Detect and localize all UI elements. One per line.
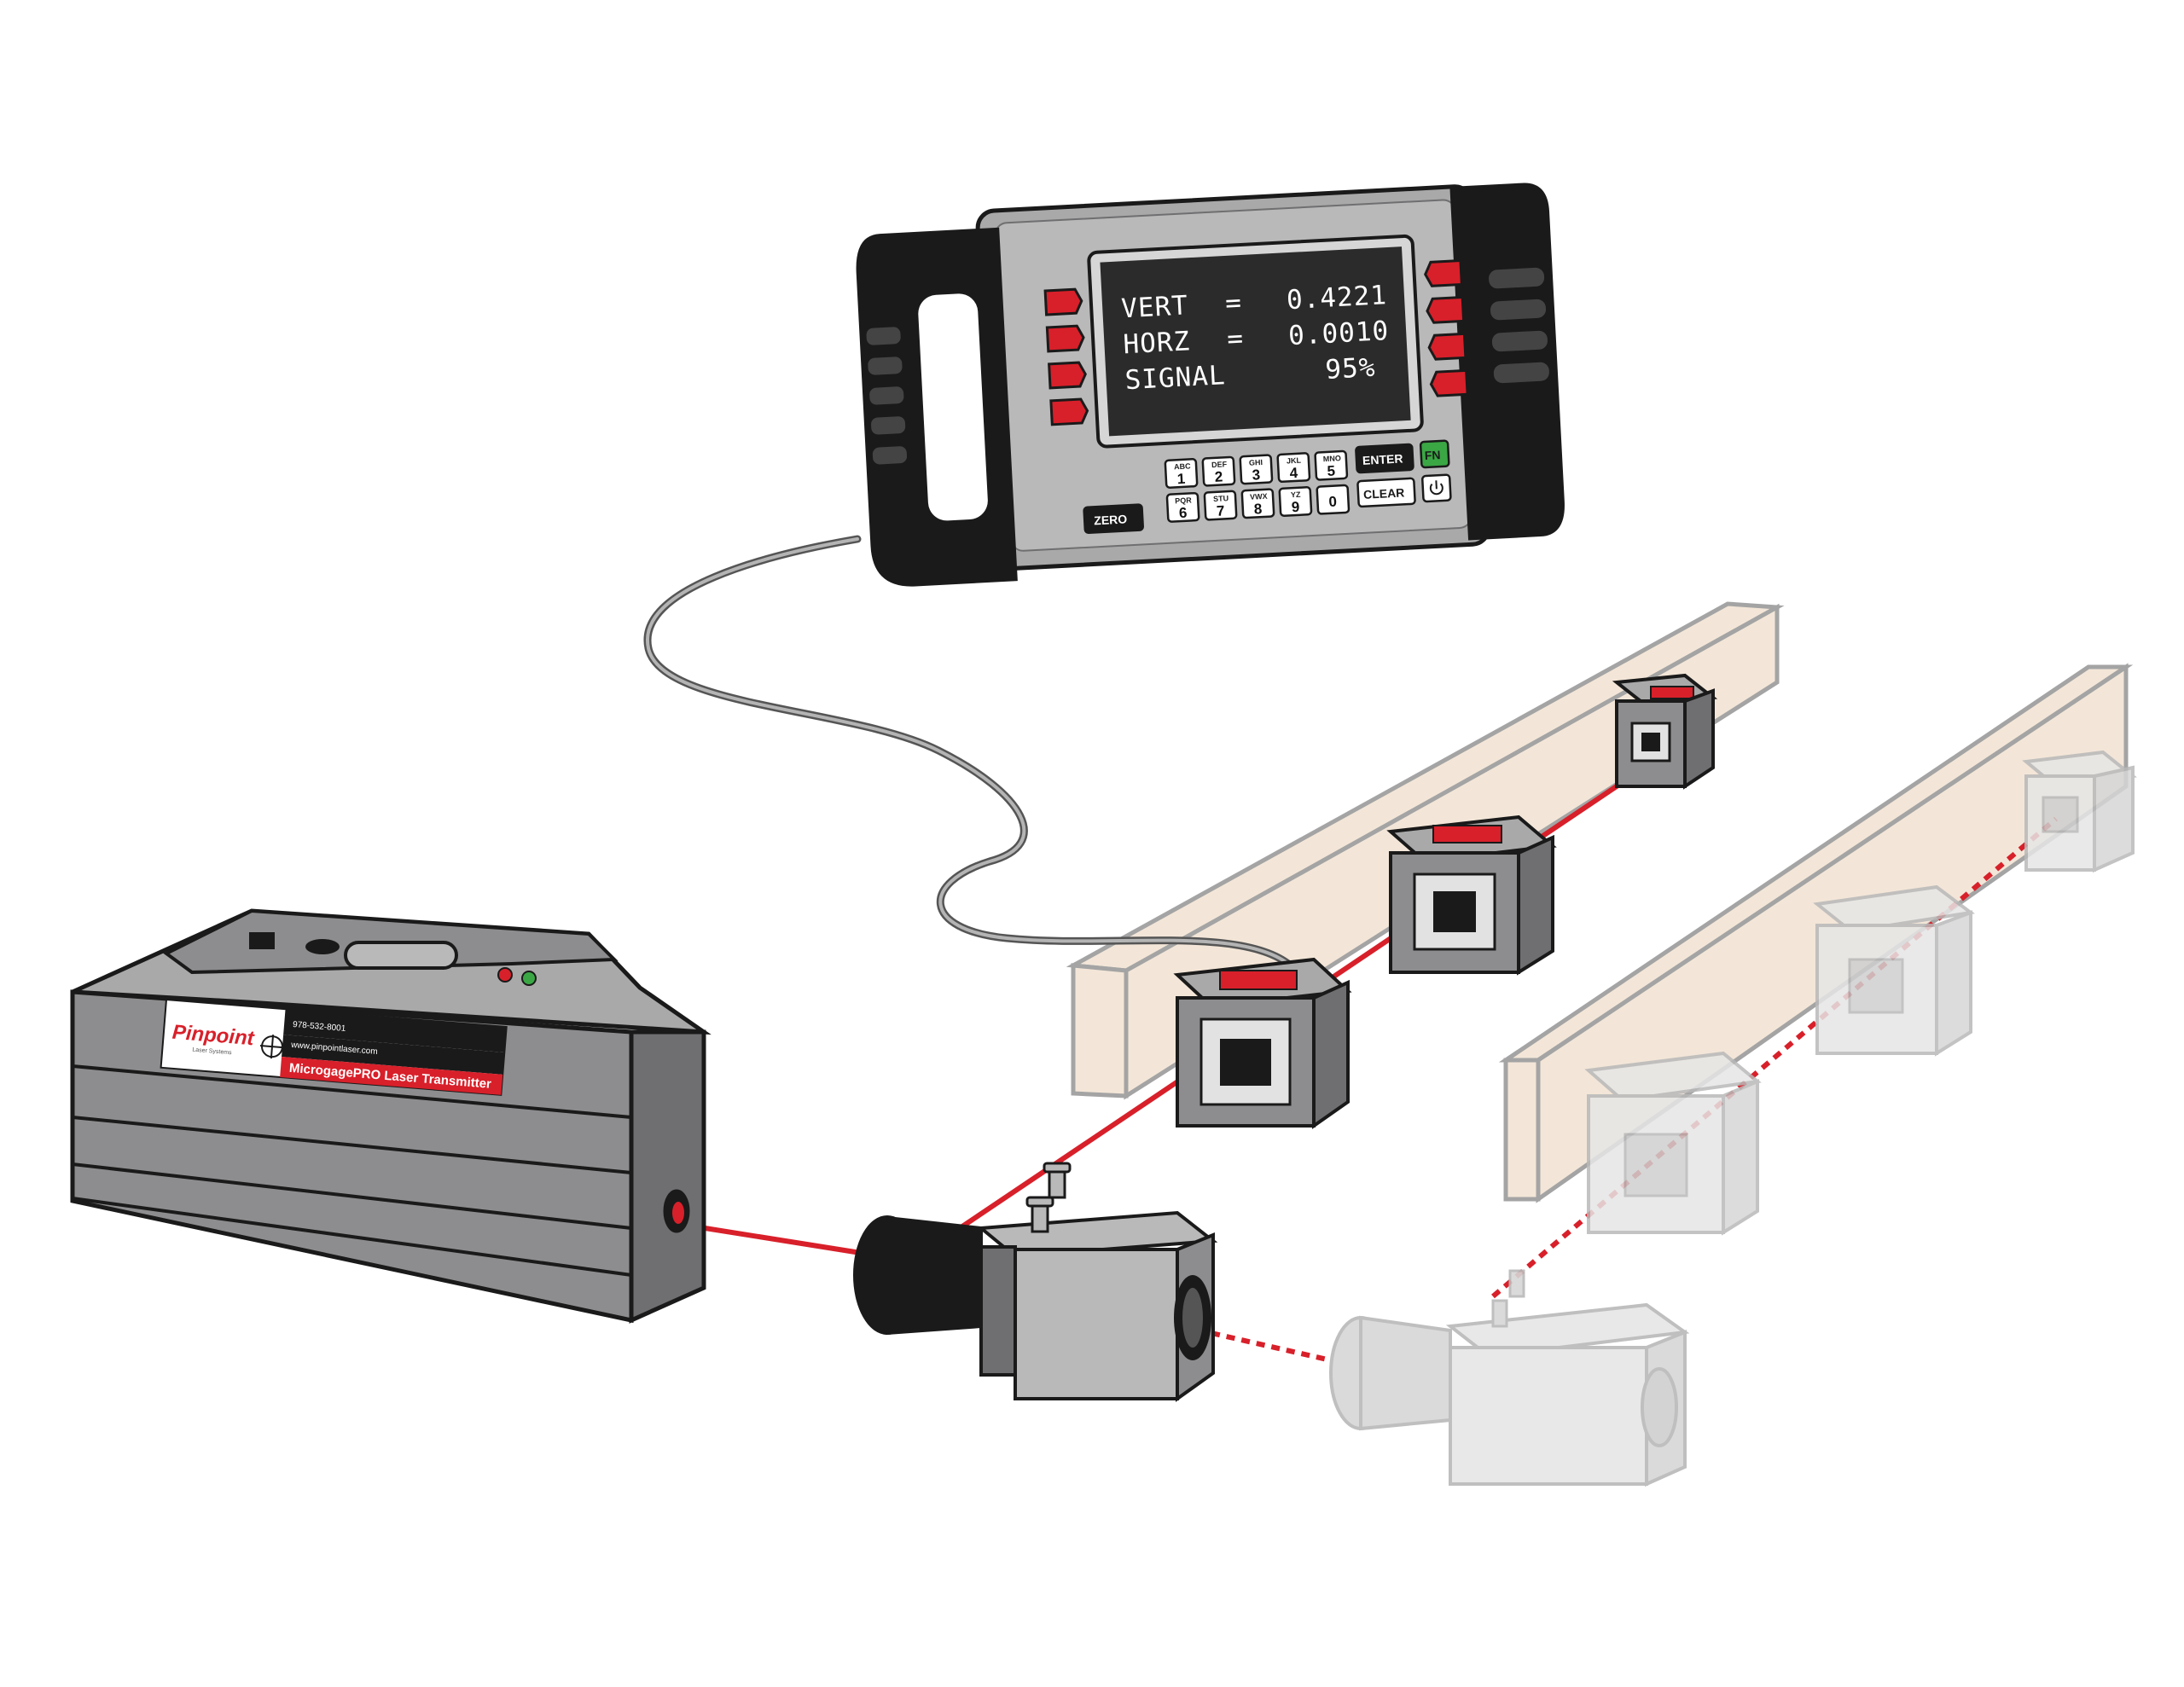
key-6-letters: PQR (1175, 496, 1192, 505)
soft-key-left-1[interactable] (1043, 287, 1083, 316)
key-1[interactable]: ABC 1 (1164, 458, 1199, 489)
laser-beam-main (677, 1221, 867, 1256)
clear-button[interactable]: CLEAR (1356, 477, 1416, 508)
key-6-number: 6 (1178, 505, 1187, 521)
key-2[interactable]: DEF 2 (1201, 455, 1236, 487)
fn-button[interactable]: FN (1419, 439, 1450, 469)
key-4-number: 4 (1289, 465, 1298, 481)
key-1-number: 1 (1176, 471, 1185, 487)
power-button[interactable] (1421, 473, 1452, 503)
key-9-letters: YZ (1291, 490, 1302, 500)
logo-subtext: Laser Systems (192, 1047, 232, 1057)
key-0-number: 0 (1328, 493, 1337, 509)
enter-button[interactable]: ENTER (1355, 443, 1414, 474)
ghost-receiver-near (1584, 1051, 1762, 1236)
soft-key-right-4[interactable] (1429, 368, 1469, 397)
receiver-far (1612, 673, 1718, 790)
lcd-row-1-sep: = (1226, 323, 1245, 355)
transmitter-label: Pinpoint Laser Systems 978-532-8001 www.… (160, 998, 508, 1096)
laser-target-unit (853, 1162, 1218, 1402)
lcd-row-0-sep: = (1224, 287, 1243, 319)
key-3-letters: GHI (1249, 458, 1263, 467)
lcd-screen (1100, 246, 1411, 437)
lcd-row-2-label: SIGNAL (1124, 360, 1227, 396)
power-icon (1429, 480, 1443, 496)
soft-key-right-1[interactable] (1424, 258, 1463, 287)
zero-label: ZERO (1094, 512, 1128, 527)
ghost-receiver-mid (1813, 884, 1975, 1057)
lcd-row-0-label: VERT (1120, 290, 1188, 324)
zero-button[interactable]: ZERO (1083, 503, 1144, 535)
key-6[interactable]: PQR 6 (1165, 491, 1200, 523)
key-5-letters: MNO (1323, 454, 1341, 463)
key-9-number: 9 (1291, 499, 1299, 515)
soft-keys-right (1424, 258, 1469, 397)
ghost-target-unit (1329, 1269, 1690, 1487)
key-8[interactable]: VWX 8 (1240, 488, 1275, 519)
receiver-mid (1386, 815, 1557, 976)
key-3-number: 3 (1252, 467, 1260, 483)
key-1-letters: ABC (1174, 461, 1191, 471)
key-7-letters: STU (1213, 494, 1228, 503)
soft-keys-left (1043, 287, 1089, 426)
key-3[interactable]: GHI 3 (1239, 454, 1274, 485)
lcd-row-0-value: 0.4221 (1286, 280, 1388, 316)
clear-label: CLEAR (1363, 485, 1405, 501)
soft-key-right-3[interactable] (1427, 332, 1467, 361)
key-7[interactable]: STU 7 (1203, 490, 1238, 521)
lcd-row-1-label: HORZ (1123, 326, 1191, 360)
key-2-number: 2 (1214, 468, 1223, 484)
soft-key-left-3[interactable] (1048, 361, 1087, 390)
key-9[interactable]: YZ 9 (1278, 486, 1313, 517)
keypad-top-row: ABC 1 DEF 2 GHI 3 JKL 4 MNO 5 (1164, 439, 1450, 489)
transmitter-phone: 978-532-8001 (293, 1020, 346, 1034)
key-5-number: 5 (1327, 463, 1335, 479)
laser-beam-rear-row-dashed (1181, 1324, 1332, 1363)
handheld-display-unit: VERT = 0.4221 HORZ = 0.0010 SIGNAL 95% A… (856, 183, 1565, 587)
key-4[interactable]: JKL 4 (1276, 452, 1311, 484)
fn-label: FN (1424, 448, 1440, 462)
lcd-row-2-value: 95% (1324, 352, 1376, 386)
key-8-letters: VWX (1250, 492, 1268, 501)
key-7-number: 7 (1216, 502, 1224, 519)
lcd-row-1-value: 0.0010 (1287, 316, 1390, 351)
soft-key-right-2[interactable] (1426, 295, 1466, 324)
ghost-receiver-far (2022, 750, 2137, 873)
key-2-letters: DEF (1211, 460, 1228, 469)
laser-transmitter: Pinpoint Laser Systems 978-532-8001 www.… (70, 908, 712, 1324)
receiver-near (1173, 957, 1352, 1129)
key-5[interactable]: MNO 5 (1314, 449, 1349, 481)
soft-key-left-4[interactable] (1049, 397, 1089, 426)
crosshair-icon (259, 1035, 285, 1059)
key-4-letters: JKL (1287, 456, 1302, 466)
enter-label: ENTER (1362, 451, 1403, 467)
key-8-number: 8 (1253, 501, 1262, 517)
soft-key-left-2[interactable] (1045, 324, 1085, 353)
keypad-bottom-row: ZERO PQR 6 STU 7 VWX 8 YZ 9 (1083, 473, 1452, 535)
key-0[interactable]: 0 (1316, 484, 1350, 515)
